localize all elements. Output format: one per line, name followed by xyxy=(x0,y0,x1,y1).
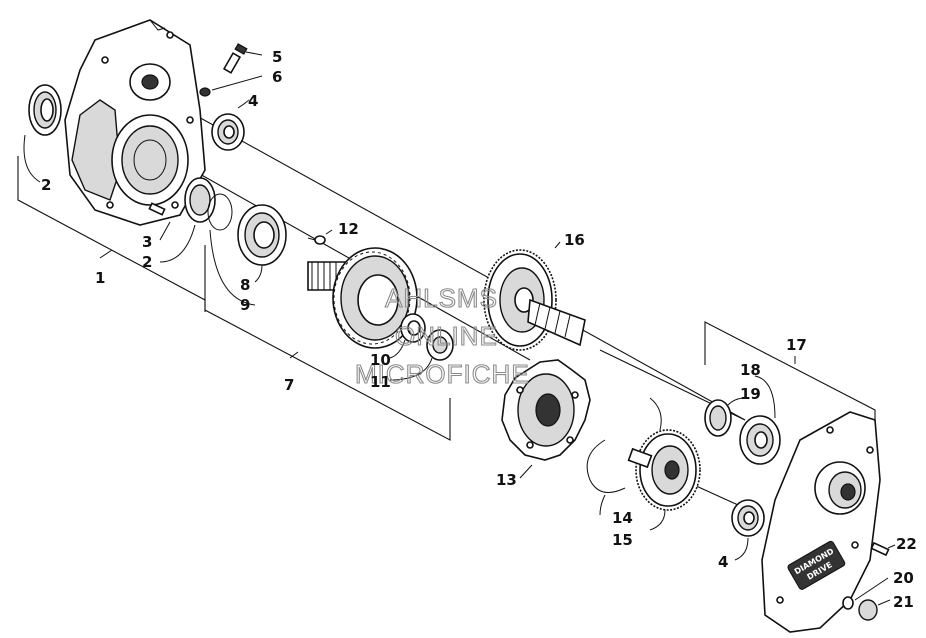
callout-4-lower: 4 xyxy=(718,553,728,571)
callout-9: 9 xyxy=(240,296,250,314)
end-cover-part-17: DIAMOND DRIVE xyxy=(761,411,881,633)
seal-part-2-lower xyxy=(159,177,216,263)
washer-part-20 xyxy=(842,577,889,610)
bearing-part-18 xyxy=(739,375,781,465)
callout-2-lower: 2 xyxy=(142,253,152,271)
transmission-housing-part-1 xyxy=(64,19,206,226)
plug-part-21 xyxy=(858,599,891,621)
callout-13: 13 xyxy=(496,471,517,489)
snap-ring-part-14 xyxy=(586,397,662,516)
washer-part-10 xyxy=(389,313,426,359)
sprocket-part-13 xyxy=(501,359,591,479)
callout-8: 8 xyxy=(240,276,250,294)
drive-gear-part-16 xyxy=(483,241,586,351)
retaining-ring-part-9 xyxy=(207,193,256,306)
bearing-part-4-upper xyxy=(211,99,249,151)
bearing-part-11 xyxy=(389,329,454,381)
watermark: AHLSMS ONLINE MICROFICHE xyxy=(354,282,530,389)
idler-gear-part-15 xyxy=(627,429,701,531)
callout-19: 19 xyxy=(740,385,761,403)
callout-21: 21 xyxy=(893,593,914,611)
callout-20: 20 xyxy=(893,569,914,587)
callout-1: 1 xyxy=(95,269,105,287)
callout-7: 7 xyxy=(284,376,294,394)
callout-18: 18 xyxy=(740,361,761,379)
dowel-pin-part-3 xyxy=(148,202,171,241)
bracket-group-7 xyxy=(204,245,451,441)
callout-12: 12 xyxy=(338,220,359,238)
callout-14: 14 xyxy=(612,509,633,527)
screw-part-12 xyxy=(307,229,333,245)
callout-5: 5 xyxy=(272,48,282,66)
callout-6: 6 xyxy=(272,68,282,86)
callout-3: 3 xyxy=(142,233,152,251)
watermark-line3: MICROFICHE xyxy=(355,359,530,389)
watermark-line1: AHLSMS xyxy=(385,283,498,313)
bolt-part-22 xyxy=(870,541,896,557)
vent-fitting-part-5 xyxy=(222,43,263,74)
callout-2-upper: 2 xyxy=(41,176,51,194)
callout-11: 11 xyxy=(370,373,391,391)
bearing-part-8 xyxy=(237,204,287,283)
callout-labels: 2 3 2 1 5 6 4 12 8 9 7 10 11 16 13 14 15… xyxy=(41,48,917,611)
callout-16: 16 xyxy=(564,231,585,249)
watermark-line2: ONLINE xyxy=(395,321,498,351)
clamp-part-6 xyxy=(199,75,263,97)
oil-seal-part-2 xyxy=(23,84,62,183)
diamond-drive-logo: DIAMOND DRIVE xyxy=(787,540,846,590)
callout-17: 17 xyxy=(786,336,807,354)
output-shaft-part-7 xyxy=(307,247,418,349)
callout-4-upper: 4 xyxy=(248,92,258,110)
bearing-part-4-lower xyxy=(731,499,765,561)
callout-22: 22 xyxy=(896,535,917,553)
callout-15: 15 xyxy=(612,531,633,549)
seal-part-19 xyxy=(704,397,746,437)
callout-10: 10 xyxy=(370,351,391,369)
